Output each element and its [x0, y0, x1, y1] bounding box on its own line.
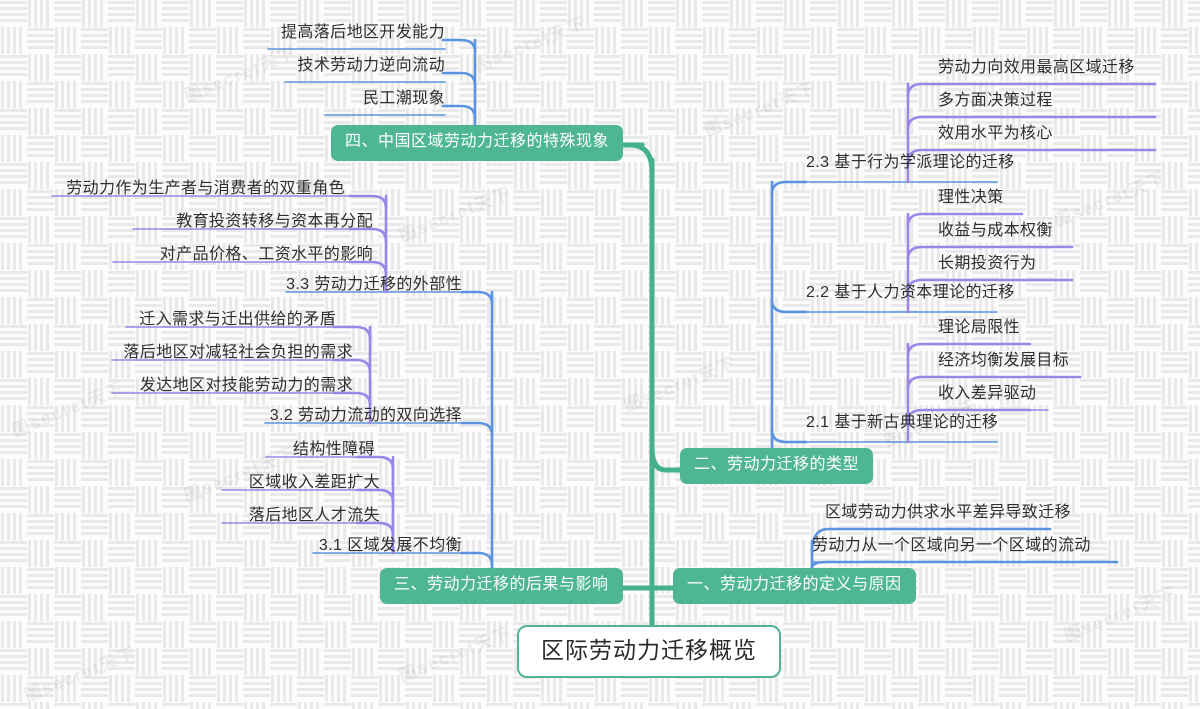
leaf-4-3[interactable]: 民工潮现象	[150, 91, 445, 110]
leaf-2-2-1[interactable]: 理性决策	[938, 190, 1004, 209]
leaf-2-1-1[interactable]: 理论局限性	[938, 320, 1020, 339]
leaf-label: 劳动力作为生产者与消费者的双重角色	[66, 180, 345, 197]
subnode-label: 3.3 劳动力迁移的外部性	[286, 276, 462, 293]
leaf-2-3-1[interactable]: 劳动力向效用最高区域迁移	[938, 60, 1135, 79]
watermark: 图secret天下	[396, 623, 515, 686]
subnode-label: 3.1 区域发展不均衡	[318, 537, 462, 554]
leaf-label: 理论局限性	[938, 319, 1021, 336]
watermark: 图secret天下	[21, 643, 140, 706]
watermark: 图secret天下	[1051, 168, 1170, 231]
leaf-label: 理性决策	[938, 189, 1004, 206]
leaf-label: 区域收入差距扩大	[248, 474, 380, 491]
leaf-4-2[interactable]: 技术劳动力逆向流动	[150, 58, 445, 77]
root-node[interactable]: 区际劳动力迁移概览	[517, 625, 781, 678]
leaf-label: 教育投资转移与资本再分配	[176, 213, 373, 230]
leaf-label: 结构性障碍	[292, 441, 375, 458]
leaf-label: 多方面决策过程	[938, 92, 1053, 109]
leaf-3-2-3[interactable]: 发达地区对技能劳动力的需求	[60, 378, 353, 397]
leaf-2-1-2[interactable]: 经济均衡发展目标	[938, 353, 1069, 372]
leaf-2-3-2[interactable]: 多方面决策过程	[938, 93, 1053, 112]
leaf-label: 劳动力向效用最高区域迁移	[938, 59, 1135, 76]
leaf-label: 长期投资行为	[938, 255, 1037, 272]
branch-node-4[interactable]: 四、中国区域劳动力迁移的特殊现象	[331, 125, 624, 161]
leaf-3-3-3[interactable]: 对产品价格、工资水平的影响	[20, 247, 373, 266]
leaf-label: 落后地区对减轻社会负担的需求	[123, 344, 353, 361]
leaf-label: 提高落后地区开发能力	[280, 24, 445, 41]
leaf-3-3-1[interactable]: 劳动力作为生产者与消费者的双重角色	[20, 181, 345, 200]
subnode-3-2[interactable]: 3.2 劳动力流动的双向选择	[200, 408, 462, 427]
leaf-label: 效用水平为核心	[938, 125, 1053, 142]
leaf-label: 收入差异驱动	[938, 385, 1037, 402]
branch-label: 一、劳动力迁移的定义与原因	[687, 576, 902, 593]
subnode-label: 2.3 基于行为学派理论的迁移	[806, 154, 1015, 171]
branch-node-3[interactable]: 三、劳动力迁移的后果与影响	[380, 568, 623, 604]
leaf-3-1-2[interactable]: 区域收入差距扩大	[130, 475, 380, 494]
branch-node-1[interactable]: 一、劳动力迁移的定义与原因	[673, 568, 916, 604]
root-label: 区际劳动力迁移概览	[541, 637, 757, 663]
leaf-2-3-3[interactable]: 效用水平为核心	[938, 126, 1053, 145]
watermark: 图secret天下	[471, 13, 590, 76]
leaf-3-3-2[interactable]: 教育投资转移与资本再分配	[20, 214, 373, 233]
leaf-label: 劳动力从一个区域向另一个区域的流动	[812, 537, 1091, 554]
leaf-4-1[interactable]: 提高落后地区开发能力	[150, 25, 445, 44]
leaf-1-1[interactable]: 区域劳动力供求水平差异导致迁移	[825, 505, 1071, 524]
watermark: 图secret天下	[396, 183, 515, 246]
watermark: 图secret天下	[621, 353, 740, 416]
leaf-label: 对产品价格、工资水平的影响	[159, 246, 373, 263]
branch-label: 三、劳动力迁移的后果与影响	[394, 576, 609, 593]
subnode-3-3[interactable]: 3.3 劳动力迁移的外部性	[200, 277, 462, 296]
leaf-1-2[interactable]: 劳动力从一个区域向另一个区域的流动	[812, 538, 1091, 557]
leaf-label: 落后地区人才流失	[248, 507, 380, 524]
leaf-label: 技术劳动力逆向流动	[297, 57, 445, 74]
watermark: 图secret天下	[701, 78, 820, 141]
leaf-3-2-2[interactable]: 落后地区对减轻社会负担的需求	[60, 345, 353, 364]
leaf-3-1-3[interactable]: 落后地区人才流失	[130, 508, 380, 527]
branch-label: 四、中国区域劳动力迁移的特殊现象	[345, 133, 610, 150]
subnode-2-2[interactable]: 2.2 基于人力资本理论的迁移	[806, 285, 1015, 304]
leaf-label: 民工潮现象	[362, 90, 445, 107]
subnode-2-1[interactable]: 2.1 基于新古典理论的迁移	[806, 415, 998, 434]
leaf-label: 迁入需求与迁出供给的矛盾	[139, 311, 336, 328]
leaf-3-2-1[interactable]: 迁入需求与迁出供给的矛盾	[60, 312, 336, 331]
leaf-2-1-3[interactable]: 收入差异驱动	[938, 386, 1036, 405]
leaf-label: 收益与成本权衡	[938, 222, 1053, 239]
branch-node-2[interactable]: 二、劳动力迁移的类型	[680, 448, 874, 484]
watermark: 图secret天下	[1061, 583, 1180, 646]
leaf-label: 区域劳动力供求水平差异导致迁移	[825, 504, 1072, 521]
branch-label: 二、劳动力迁移的类型	[694, 456, 860, 473]
leaf-2-2-2[interactable]: 收益与成本权衡	[938, 223, 1053, 242]
leaf-3-1-1[interactable]: 结构性障碍	[130, 442, 375, 461]
leaf-label: 经济均衡发展目标	[938, 352, 1070, 369]
subnode-label: 2.1 基于新古典理论的迁移	[806, 414, 999, 431]
subnode-3-1[interactable]: 3.1 区域发展不均衡	[200, 538, 462, 557]
leaf-label: 发达地区对技能劳动力的需求	[139, 377, 353, 394]
subnode-label: 3.2 劳动力流动的双向选择	[269, 407, 462, 424]
subnode-label: 2.2 基于人力资本理论的迁移	[806, 284, 1015, 301]
subnode-2-3[interactable]: 2.3 基于行为学派理论的迁移	[806, 155, 1015, 174]
leaf-2-2-3[interactable]: 长期投资行为	[938, 256, 1036, 275]
